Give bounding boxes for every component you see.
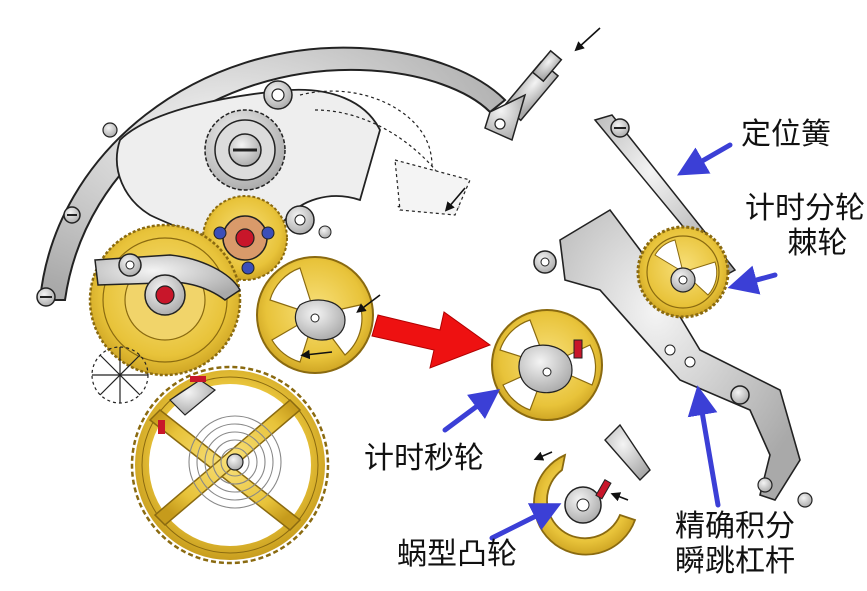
hairspring xyxy=(188,415,282,509)
label-minute-wheel-line1: 计时分轮 xyxy=(745,191,865,226)
label-minute-counter-wheel: 计时分轮 棘轮 xyxy=(745,191,865,261)
chrono-seconds-wheel xyxy=(491,309,603,421)
left-seconds-wheel xyxy=(256,256,374,374)
label-positioning-spring: 定位簧 xyxy=(741,117,831,152)
label-lever-line1: 精确积分 xyxy=(675,509,795,544)
snail-cam-part xyxy=(533,423,651,556)
label-snail-cam: 蜗型凸轮 xyxy=(397,537,517,572)
escape-wheel xyxy=(91,346,149,404)
pusher-stem xyxy=(484,49,563,142)
balance-wheel xyxy=(130,365,330,565)
pointer-arrows xyxy=(442,142,778,541)
label-minute-wheel-line2: 棘轮 xyxy=(787,225,848,261)
minute-counter-ratchet-wheel xyxy=(636,225,730,319)
upper-ratchet-wheel xyxy=(204,109,286,191)
movement-assembly xyxy=(36,27,601,565)
label-lever-line2: 瞬跳杠杆 xyxy=(675,543,795,579)
label-lever: 精确积分 瞬跳杠杆 xyxy=(675,509,795,579)
arrow-to-minute-wheel xyxy=(727,265,778,295)
arrow-to-seconds-wheel xyxy=(442,389,501,433)
arrow-to-positioning-spring xyxy=(676,142,733,176)
arrow-to-snail-cam xyxy=(489,503,562,541)
ruby-center xyxy=(144,274,186,316)
label-seconds-wheel: 计时秒轮 xyxy=(364,441,484,476)
arrow-to-lever xyxy=(687,385,721,508)
transfer-arrow xyxy=(371,311,492,369)
